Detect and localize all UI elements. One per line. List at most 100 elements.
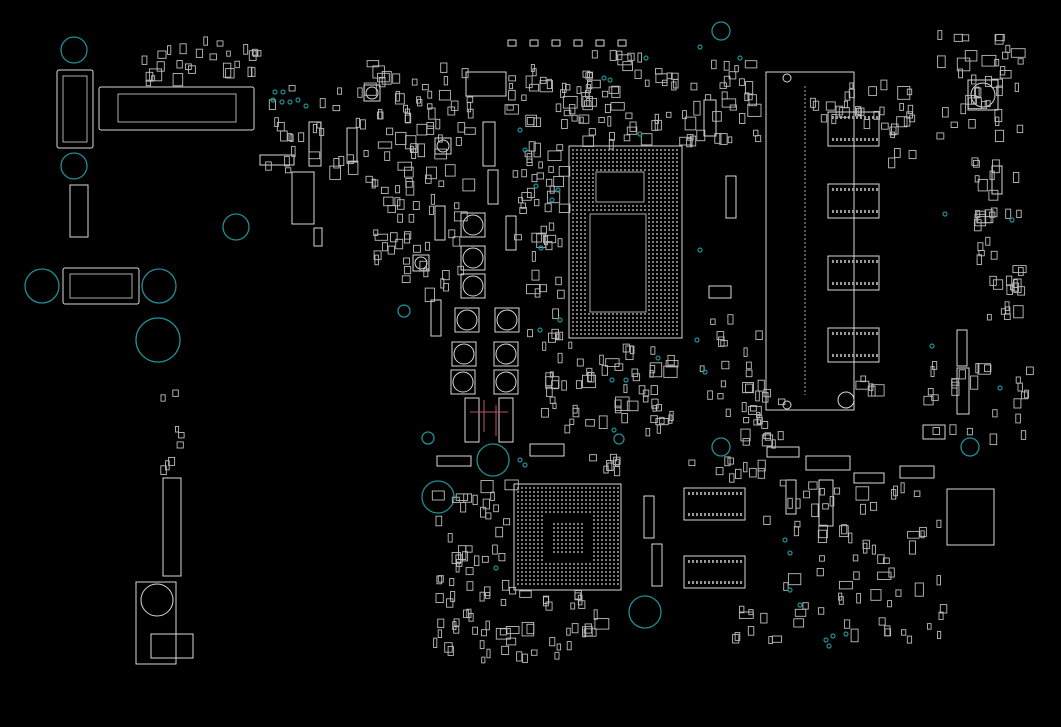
smd-part[interactable] [225, 68, 235, 79]
smd-part[interactable] [504, 104, 519, 115]
smd-part[interactable] [614, 405, 622, 414]
smd-part[interactable] [447, 645, 454, 656]
smd-part[interactable] [855, 380, 870, 390]
smd-part[interactable] [434, 148, 447, 160]
smd-part[interactable] [1004, 301, 1010, 311]
smd-part[interactable] [931, 361, 938, 370]
smd-part[interactable] [644, 79, 650, 87]
smd-part[interactable] [521, 94, 527, 101]
smd-part[interactable] [640, 133, 653, 146]
smd-part[interactable] [771, 635, 782, 643]
smd-part[interactable] [992, 279, 1004, 290]
smd-part[interactable] [907, 530, 920, 539]
smd-part[interactable] [604, 103, 611, 114]
power-jack-base[interactable] [150, 633, 194, 659]
smd-part[interactable] [763, 388, 772, 398]
inductor[interactable] [454, 307, 480, 333]
smd-part[interactable] [285, 167, 292, 174]
smd-part[interactable] [625, 112, 633, 120]
smd-part[interactable] [738, 611, 754, 619]
smd-part[interactable] [637, 52, 643, 63]
smd-part[interactable] [450, 591, 456, 602]
dram-chip-upper[interactable] [683, 487, 746, 521]
smd-part[interactable] [440, 62, 448, 73]
smd-part[interactable] [416, 96, 421, 104]
smd-part[interactable] [484, 586, 491, 596]
smd-part[interactable] [667, 354, 675, 366]
smd-part[interactable] [556, 333, 561, 341]
smd-part[interactable] [363, 82, 377, 96]
smd-part[interactable] [465, 567, 474, 576]
smd-part[interactable] [1026, 366, 1034, 376]
smd-part[interactable] [895, 589, 902, 597]
right-io[interactable] [711, 21, 999, 457]
smd-part[interactable] [938, 611, 944, 621]
smd-part[interactable] [794, 608, 807, 617]
smd-part[interactable] [985, 236, 991, 246]
smd-part[interactable] [936, 132, 945, 140]
wide-connector[interactable] [98, 86, 255, 131]
smd-part[interactable] [739, 113, 746, 124]
smd-part[interactable] [1014, 82, 1019, 92]
smd-part[interactable] [717, 393, 724, 400]
smd-part[interactable] [148, 68, 163, 82]
smd-part[interactable] [608, 139, 614, 150]
smd-part[interactable] [834, 487, 841, 495]
smd-part[interactable] [395, 185, 401, 194]
smd-part[interactable] [532, 68, 537, 77]
smd-part[interactable] [175, 425, 180, 433]
smd-part[interactable] [564, 424, 571, 434]
smd-part[interactable] [546, 190, 561, 204]
smd-part[interactable] [838, 596, 844, 605]
smd-part[interactable] [363, 150, 369, 157]
smd-part[interactable] [514, 234, 522, 241]
smd-part[interactable] [794, 520, 801, 528]
smd-part[interactable] [508, 89, 516, 101]
smd-part[interactable] [626, 126, 638, 135]
smd-part[interactable] [338, 155, 345, 166]
component[interactable] [853, 472, 885, 484]
smd-part[interactable] [176, 441, 184, 449]
smd-part[interactable] [838, 107, 850, 118]
smd-part[interactable] [711, 59, 717, 70]
smd-part[interactable] [880, 79, 888, 91]
smd-part[interactable] [673, 78, 679, 89]
smd-part[interactable] [595, 39, 605, 47]
smd-part[interactable] [404, 233, 411, 244]
smd-part[interactable] [745, 369, 753, 378]
smd-part[interactable] [757, 459, 766, 472]
smd-part[interactable] [526, 153, 533, 163]
smd-part[interactable] [455, 493, 468, 501]
smd-part[interactable] [682, 110, 687, 120]
smd-part[interactable] [435, 118, 441, 130]
smd-part[interactable] [1018, 267, 1024, 276]
smd-part[interactable] [659, 416, 665, 425]
smd-part[interactable] [505, 626, 520, 635]
smd-part[interactable] [365, 175, 373, 183]
smd-part[interactable] [179, 43, 187, 55]
inductor[interactable] [434, 137, 452, 155]
smd-part[interactable] [280, 130, 288, 142]
smd-part[interactable] [404, 166, 414, 178]
smd-part[interactable] [951, 378, 958, 389]
smd-part[interactable] [1005, 208, 1012, 219]
smd-part[interactable] [458, 545, 467, 560]
smd-part[interactable] [427, 90, 433, 99]
smd-part[interactable] [507, 39, 517, 47]
smd-part[interactable] [405, 112, 412, 124]
smd-part[interactable] [978, 249, 985, 257]
smd-part[interactable] [417, 143, 425, 158]
smd-part[interactable] [949, 424, 957, 435]
smd-part[interactable] [614, 399, 622, 409]
smd-part[interactable] [521, 192, 532, 201]
smd-part[interactable] [984, 75, 992, 87]
smd-part[interactable] [384, 151, 391, 161]
smd-part[interactable] [411, 78, 418, 86]
smd-part[interactable] [625, 345, 634, 361]
smd-part[interactable] [571, 114, 578, 122]
dram-chip[interactable] [827, 183, 880, 219]
smd-part[interactable] [829, 496, 835, 507]
capacitor[interactable] [482, 121, 496, 167]
smd-part[interactable] [920, 530, 925, 539]
smd-part[interactable] [426, 122, 434, 129]
